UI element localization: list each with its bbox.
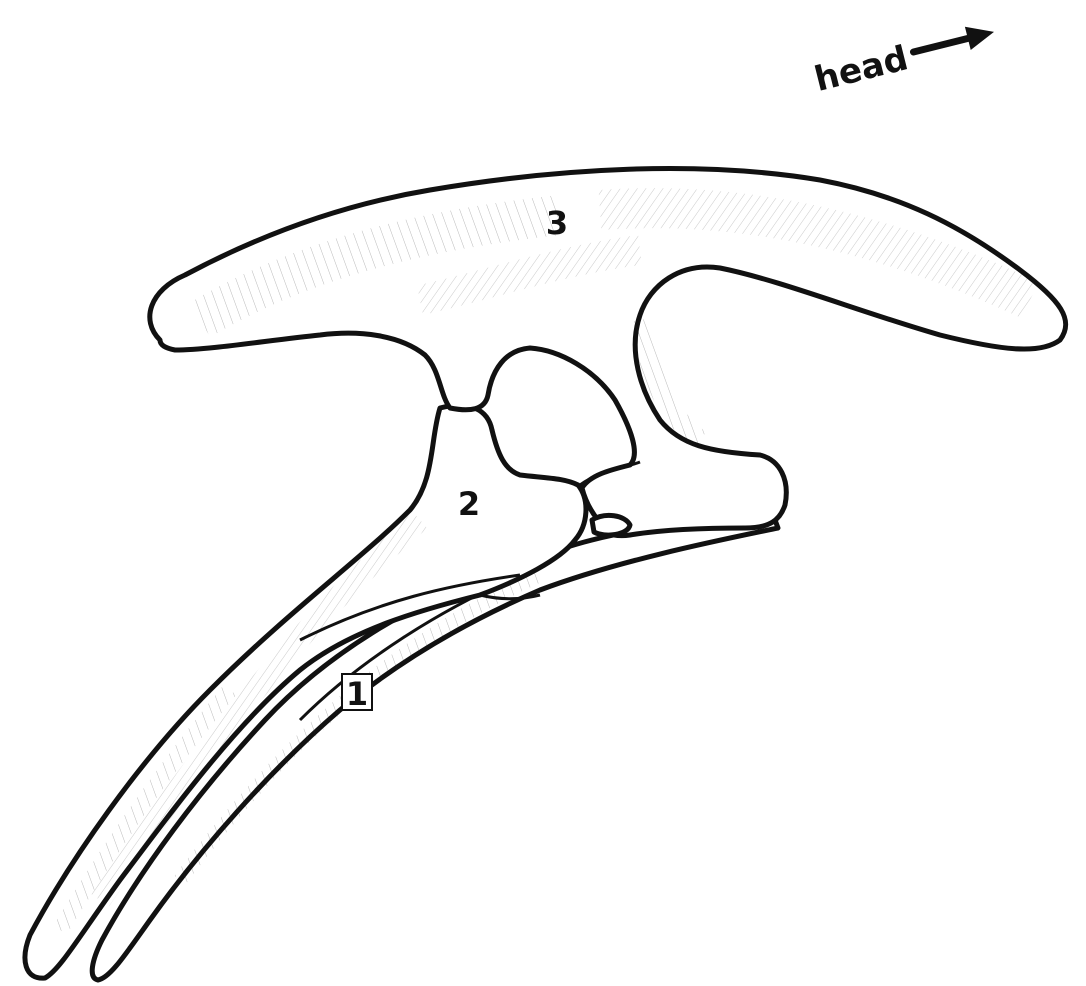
svg-text:2: 2 — [458, 485, 480, 523]
head-label: head — [811, 38, 912, 100]
ilium-bone — [150, 169, 1066, 536]
arrow-right-up-icon — [911, 20, 997, 63]
label-ilium: 3 — [546, 204, 568, 242]
svg-text:1: 1 — [346, 675, 368, 713]
orientation-indicator: head — [811, 16, 1000, 100]
label-ischium: 2 — [458, 485, 480, 523]
label-pubis: 1 — [342, 674, 372, 713]
svg-text:3: 3 — [546, 204, 568, 242]
